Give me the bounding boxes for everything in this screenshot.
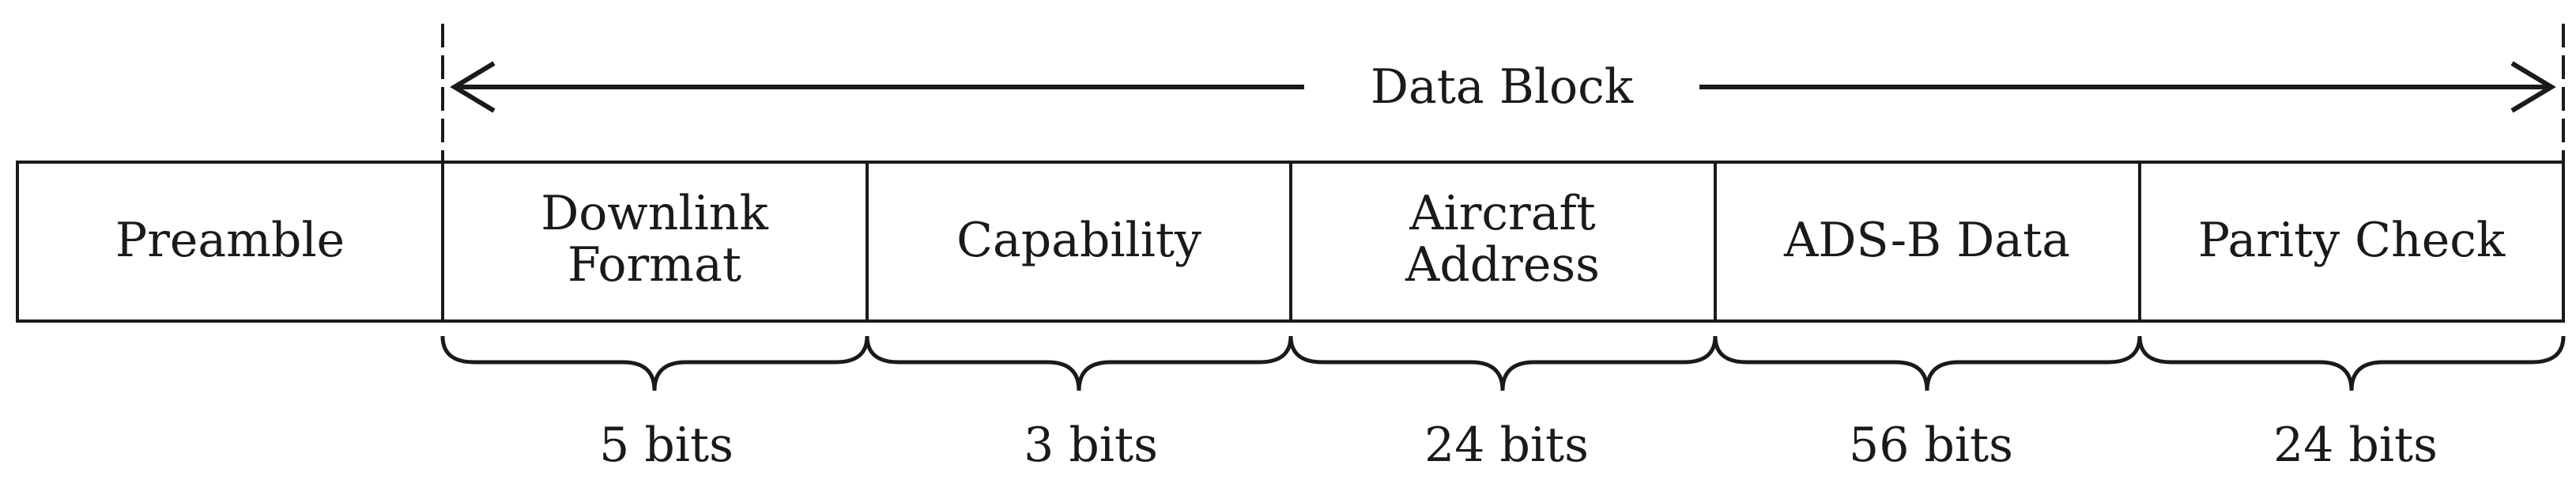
brace-icon [440,335,869,391]
field-parity-check: Parity Check [2198,213,2506,268]
field-ads-b-data: ADS-B Data [1783,213,2070,268]
arrow-right-head-icon [2510,61,2556,113]
field-downlink-format-line1: Downlink [541,186,768,241]
brace-icon [1713,335,2142,391]
bits-downlink-format: 5 bits [599,418,734,473]
bits-ads-b-data: 56 bits [1849,418,2013,473]
arrow-left-head-icon [450,61,496,113]
bit-counts: 5 bits 3 bits 24 bits 56 bits 24 bits [599,418,2438,473]
brace-icon [865,335,1293,391]
field-downlink-format-line2: Format [568,237,741,293]
bits-parity-check: 24 bits [2273,418,2438,473]
data-block-label: Data Block [1371,59,1634,115]
brace-icon [1288,335,1718,391]
field-braces [440,335,2566,391]
frame-fields: Preamble Downlink Format Capability Airc… [16,161,2565,323]
field-capability: Capability [956,213,1201,268]
data-block-arrow: Data Block [450,59,2556,115]
field-aircraft-address-line2: Address [1405,237,1600,293]
field-aircraft-address-line1: Aircraft [1409,186,1596,241]
bits-capability: 3 bits [1024,418,1158,473]
brace-icon [2137,335,2566,391]
field-preamble: Preamble [115,213,345,268]
bits-aircraft-address: 24 bits [1424,418,1589,473]
